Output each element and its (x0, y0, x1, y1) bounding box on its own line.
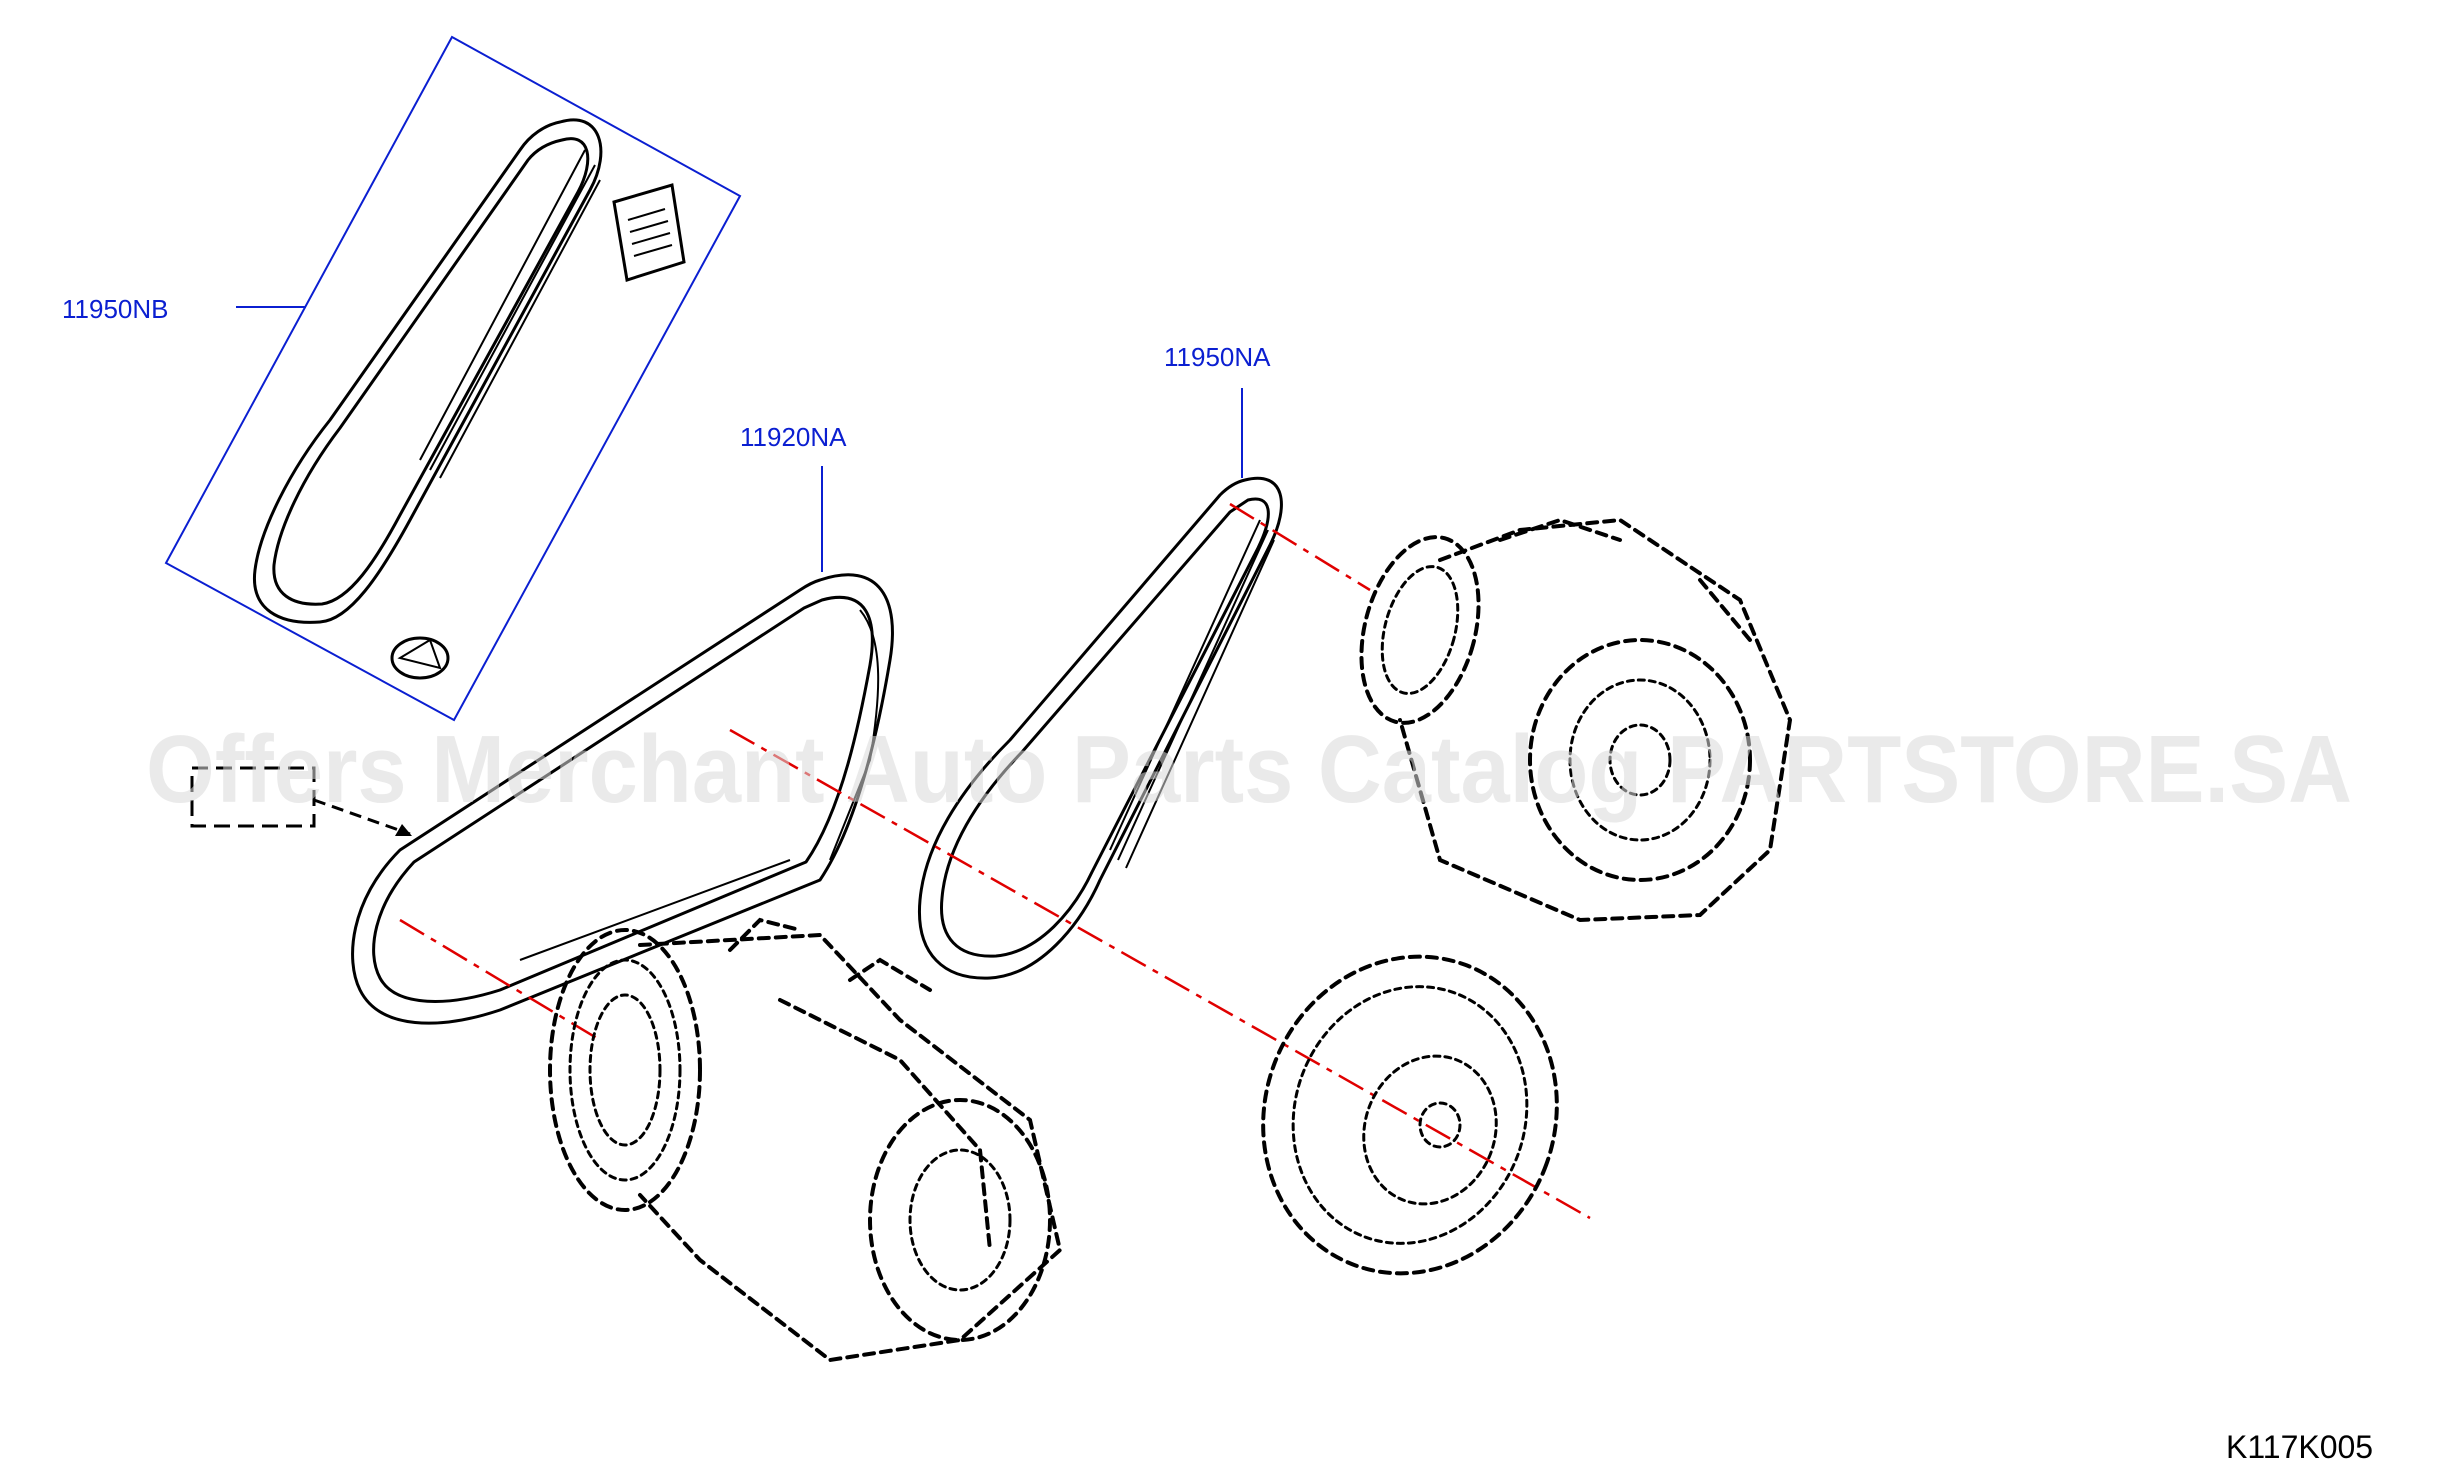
alternator (1359, 517, 1793, 923)
belt-kit-group (164, 35, 742, 722)
watermark: Offers Merchant Auto Parts Catalog PARTS… (146, 716, 2352, 823)
crank-pulley (1261, 954, 1559, 1276)
centerline-compressor (399, 918, 601, 1042)
centerline-alternator (1229, 502, 1371, 592)
secondary-belt-inner (940, 497, 1270, 958)
tool-clip-icon (390, 636, 450, 680)
secondary-belt-group (917, 476, 1283, 980)
kit-belt-ribs (419, 149, 601, 479)
secondary-belt (917, 476, 1283, 980)
main-belt-inner (372, 595, 874, 1003)
kit-belt (252, 118, 603, 624)
kit-frame (164, 35, 742, 722)
instruction-sheet-icon (612, 183, 686, 282)
part-label-11950na: 11950NA (1164, 342, 1271, 372)
kit-belt-inner (272, 137, 590, 606)
diagram-code: K117K005 (2226, 1429, 2373, 1465)
centerline-main (729, 728, 1591, 1220)
ac-compressor (548, 917, 1063, 1363)
main-belt-group (351, 573, 894, 1025)
reference-box (190, 766, 412, 836)
part-label-11920na: 11920NA (740, 422, 847, 452)
main-belt-ribs (519, 609, 880, 961)
part-label-11950nb: 11950NB (62, 294, 169, 324)
main-belt (351, 573, 894, 1025)
secondary-belt-ribs (1109, 519, 1275, 869)
